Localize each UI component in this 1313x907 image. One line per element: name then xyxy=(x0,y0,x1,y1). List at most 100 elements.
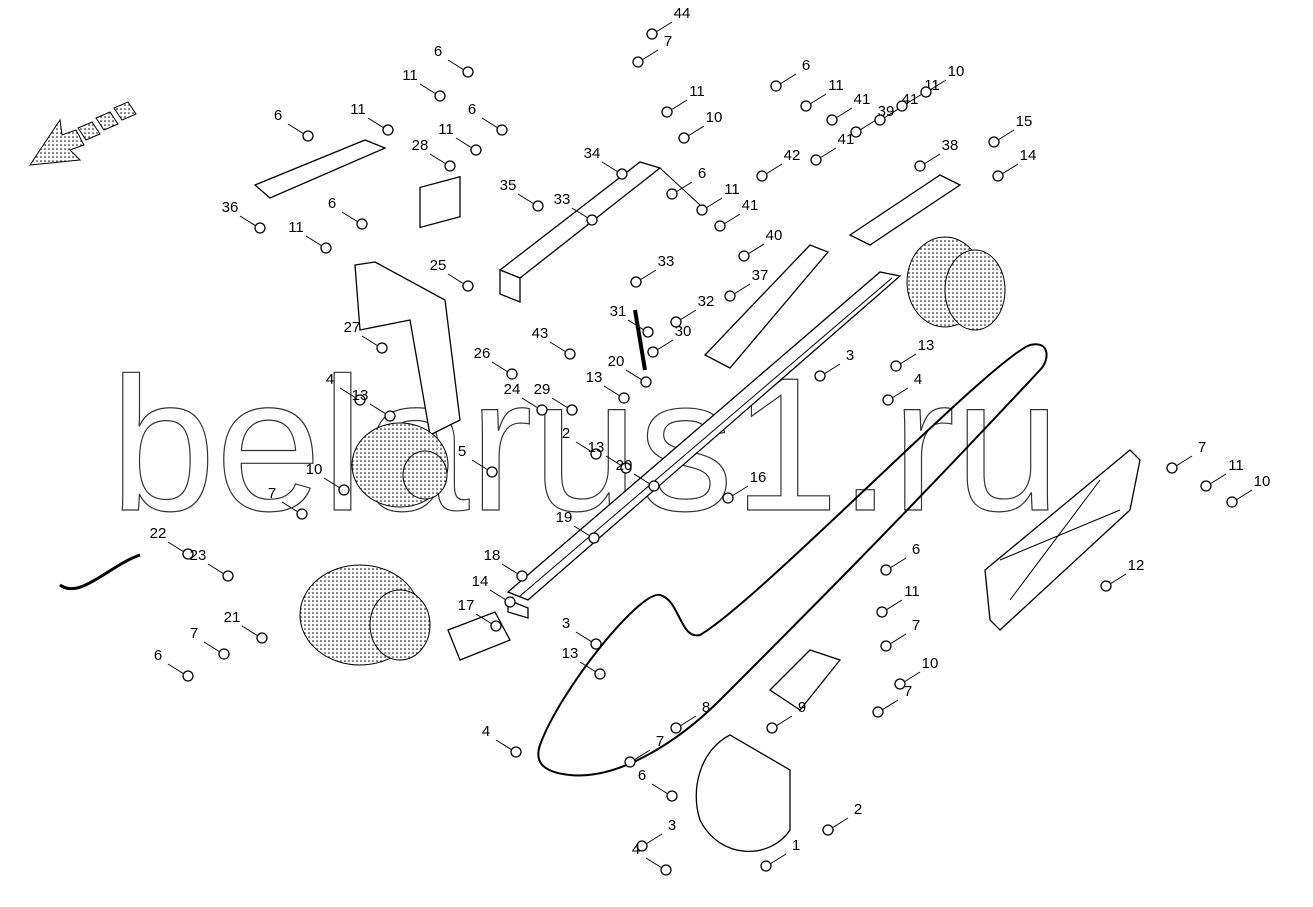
leader-line xyxy=(521,397,539,409)
fastener-icon xyxy=(890,360,902,372)
callout-6: 6 xyxy=(638,767,646,784)
leader-line xyxy=(601,161,619,173)
plate-28 xyxy=(419,175,461,229)
callout-17: 17 xyxy=(458,597,475,614)
leader-line xyxy=(633,749,651,761)
callout-43: 43 xyxy=(532,325,549,342)
fastener-icon xyxy=(338,484,350,496)
fastener-icon xyxy=(516,570,528,582)
plate-17 xyxy=(447,611,511,661)
callout-41: 41 xyxy=(838,131,855,148)
fastener-icon xyxy=(218,648,230,660)
leader-line xyxy=(679,309,697,321)
fastener-icon xyxy=(800,100,812,112)
fastener-icon xyxy=(296,508,308,520)
callout-41: 41 xyxy=(854,91,871,108)
callout-10: 10 xyxy=(306,461,323,478)
callout-20: 20 xyxy=(608,353,625,370)
fastener-icon xyxy=(880,640,892,652)
callout-6: 6 xyxy=(434,43,442,60)
callout-37: 37 xyxy=(752,267,769,284)
callout-13: 13 xyxy=(918,337,935,354)
callout-7: 7 xyxy=(912,617,920,634)
callout-3: 3 xyxy=(846,347,854,364)
fastener-icon xyxy=(814,370,826,382)
leader-line xyxy=(670,99,688,111)
leader-line xyxy=(885,599,903,611)
fastener-icon xyxy=(590,638,602,650)
callout-44: 44 xyxy=(674,5,691,22)
leader-line xyxy=(575,631,593,643)
fastener-icon xyxy=(356,218,368,230)
callout-4: 4 xyxy=(632,841,640,858)
pulley-left xyxy=(351,422,449,508)
leader-line xyxy=(889,557,907,569)
belt-cover xyxy=(695,734,791,852)
fastener-icon xyxy=(636,840,648,852)
fastener-icon xyxy=(722,492,734,504)
bracket-27 xyxy=(354,261,461,436)
leader-line xyxy=(281,501,299,513)
callout-11: 11 xyxy=(438,121,454,138)
leader-line xyxy=(603,385,621,397)
leader-line xyxy=(891,387,909,399)
callout-38: 38 xyxy=(942,137,959,154)
callout-11: 11 xyxy=(1228,457,1244,474)
callout-26: 26 xyxy=(474,345,491,362)
callout-7: 7 xyxy=(904,683,912,700)
fastener-icon xyxy=(648,480,660,492)
leader-line xyxy=(573,525,591,537)
leader-line xyxy=(779,73,797,85)
leader-line xyxy=(1209,473,1227,485)
callout-3: 3 xyxy=(668,817,676,834)
fastener-icon xyxy=(486,466,498,478)
side-shield xyxy=(984,449,1141,631)
fastener-icon xyxy=(678,132,690,144)
fastener-icon xyxy=(434,90,446,102)
leader-line xyxy=(687,125,705,137)
fastener-icon xyxy=(376,342,388,354)
fastener-icon xyxy=(660,864,672,876)
callout-42: 42 xyxy=(784,147,801,164)
leader-line xyxy=(203,641,221,653)
fastener-icon xyxy=(384,410,396,422)
fastener-icon xyxy=(661,106,673,118)
leader-line xyxy=(239,215,257,227)
leader-line xyxy=(571,207,589,219)
leader-line xyxy=(549,341,567,353)
leader-line xyxy=(447,273,465,285)
bracket-36 xyxy=(253,139,387,199)
callout-21: 21 xyxy=(224,609,241,626)
leader-line xyxy=(731,485,749,497)
fastener-icon xyxy=(510,746,522,758)
leader-line xyxy=(819,147,837,159)
callout-6: 6 xyxy=(468,101,476,118)
fastener-icon xyxy=(222,570,234,582)
leader-line xyxy=(675,181,693,193)
callout-11: 11 xyxy=(904,583,920,600)
callout-23: 23 xyxy=(190,547,207,564)
belt xyxy=(537,343,1048,777)
callout-11: 11 xyxy=(724,181,740,198)
fastener-icon xyxy=(647,346,659,358)
callout-35: 35 xyxy=(500,177,517,194)
fastener-icon xyxy=(620,462,632,474)
fastener-icon xyxy=(724,290,736,302)
leader-line xyxy=(1109,573,1127,585)
leader-line xyxy=(899,353,917,365)
fastener-icon xyxy=(666,188,678,200)
direction-arrow-icon xyxy=(28,101,137,166)
callout-28: 28 xyxy=(412,137,429,154)
cable xyxy=(59,553,141,591)
fastener-icon xyxy=(760,860,772,872)
leader-line xyxy=(747,243,765,255)
fastener-icon xyxy=(988,136,1000,148)
leader-line xyxy=(447,59,465,71)
callout-9: 9 xyxy=(798,699,806,716)
leader-line xyxy=(656,339,674,351)
leader-line xyxy=(551,397,569,409)
callout-6: 6 xyxy=(328,195,336,212)
callout-16: 16 xyxy=(750,469,767,486)
leader-line xyxy=(641,49,659,61)
